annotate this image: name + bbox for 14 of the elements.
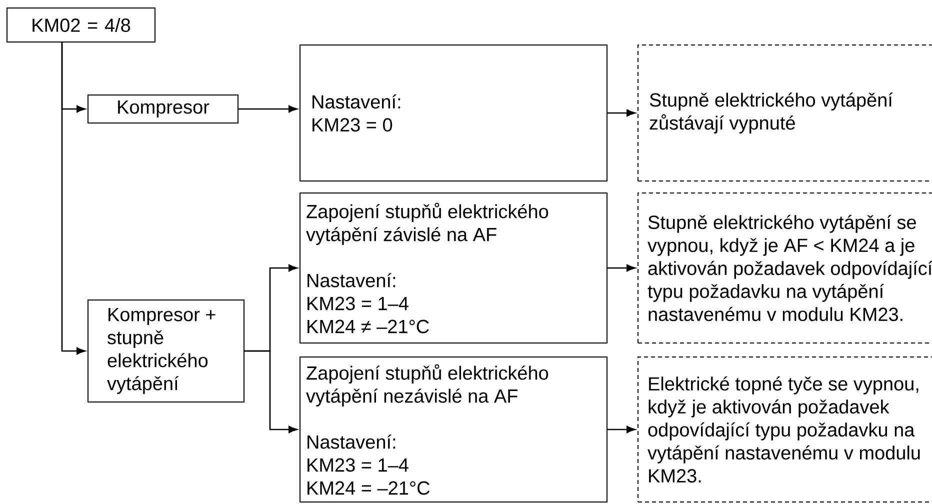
process-box: KM02 = 4/8 (6, 8, 156, 42)
dashed-note-box: Elektrické topné tyče se vypnou, když je aktivován požadavek odpovídající typu požadavku na vytápění nastavenému v modulu KM23. (638, 356, 932, 502)
arrow (61, 42, 86, 355)
arrow (238, 105, 298, 113)
process-box: Kompresor + stupně elektrického vytápění (88, 300, 244, 402)
dashed-note-box: Stupně elektrického vytápění zůstávají vypnuté (638, 44, 932, 182)
arrow (244, 350, 298, 434)
process-box: Zapojení stupňů elektrického vytápění závislé na AF Nastavení: KM23 = 1–4 KM24 ≠ –21°C (300, 192, 608, 344)
arrow (608, 264, 636, 272)
process-box: Kompresor (88, 94, 238, 124)
arrow (608, 426, 636, 434)
process-box: Zapojení stupňů elektrického vytápění nezávislé na AF Nastavení: KM23 = 1–4 KM24 = –21°C (300, 356, 608, 502)
arrow (608, 109, 636, 117)
process-box: Nastavení: KM23 = 0 (300, 44, 608, 182)
